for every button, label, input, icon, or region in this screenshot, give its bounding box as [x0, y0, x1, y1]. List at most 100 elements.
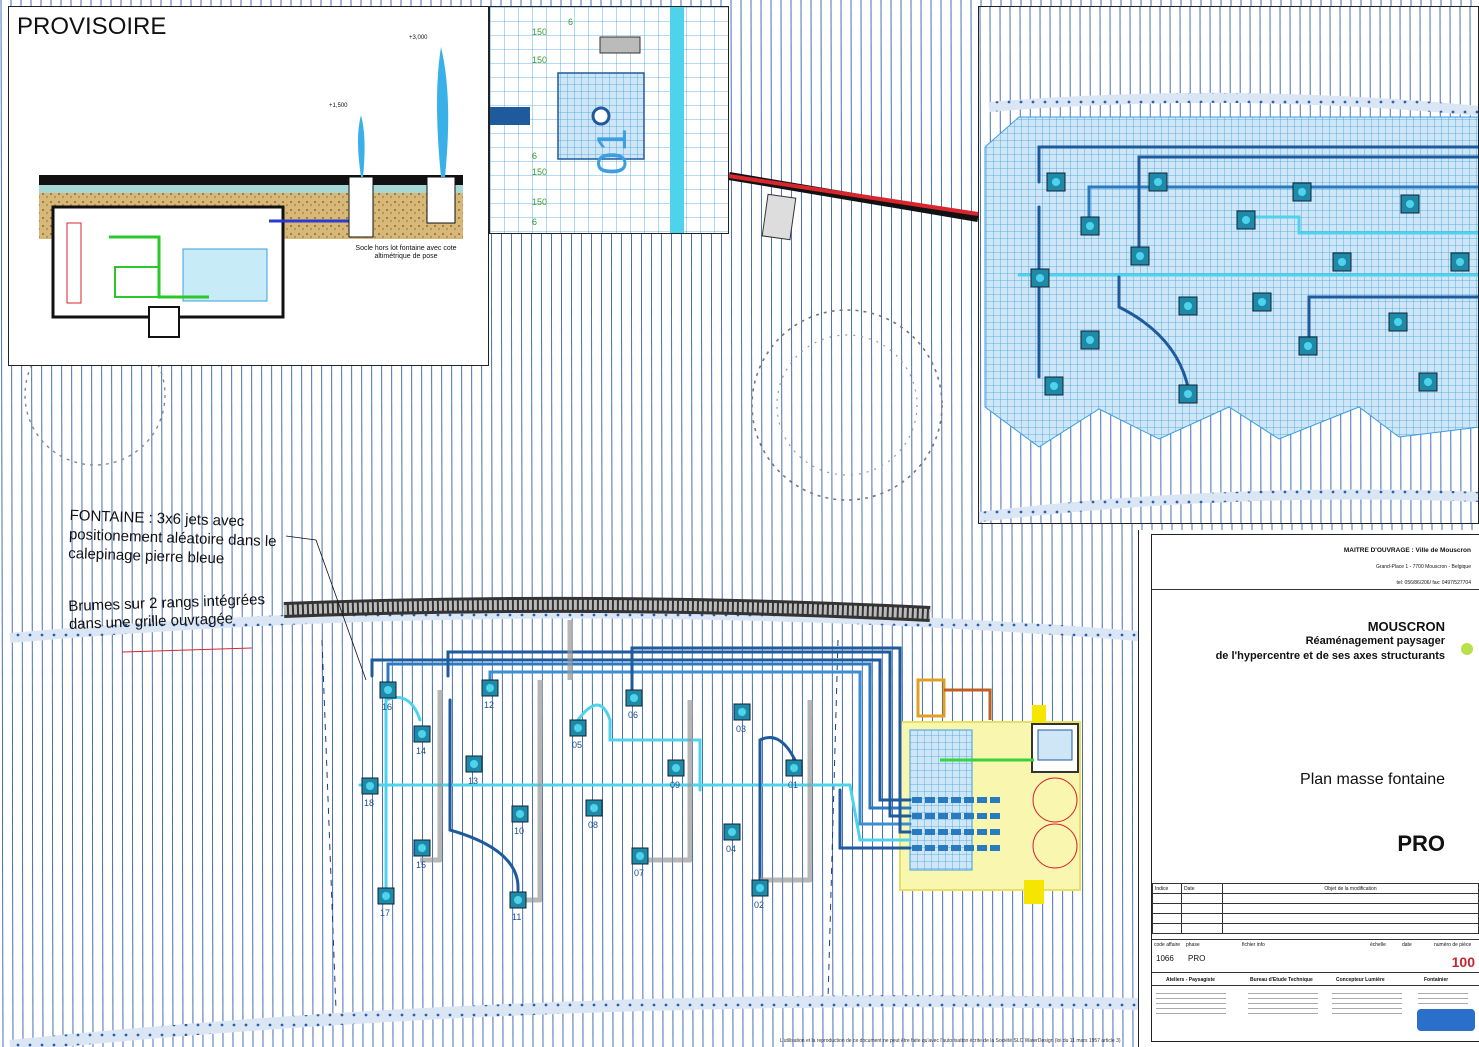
- owner-address: Grand-Place 1 - 7700 Mouscron - Belgique: [1375, 564, 1471, 570]
- footer-legal: L'utilisation et la reproduction de ce d…: [780, 1038, 1121, 1044]
- zoom-pipe: [1137, 155, 1478, 254]
- phase-value: PRO: [1188, 954, 1206, 963]
- jet-number: 12: [484, 700, 494, 710]
- dim-label: 150: [532, 55, 548, 65]
- zoom-light-pipe: [1247, 215, 1478, 235]
- zoom-inset: [978, 6, 1479, 524]
- jet-nozzle-10: 10: [511, 805, 529, 836]
- detail-drawing: [490, 7, 728, 233]
- owner-block: MAITRE D'OUVRAGE : Ville de Mouscron Gra…: [1344, 543, 1471, 591]
- code-label: code affaire: [1154, 942, 1181, 948]
- main-pipe: [386, 662, 912, 810]
- jet-number: 06: [628, 710, 638, 720]
- jet-nozzle-07: 07: [631, 847, 649, 878]
- filter-circle: [1032, 823, 1078, 869]
- water-jet-2: [437, 47, 449, 177]
- jet-number: 14: [416, 746, 426, 756]
- tree-canopy: [751, 309, 943, 501]
- brume-grille: [283, 596, 931, 622]
- date-label: date: [1402, 942, 1412, 948]
- jet-nozzle-icon: [366, 782, 374, 790]
- sheet-label: numéro de pièce: [1434, 942, 1472, 948]
- jet-nozzle-icon: [486, 684, 494, 692]
- jet-pipe: [838, 788, 912, 850]
- jet-nozzle-14: 14: [413, 725, 431, 756]
- jet-number: 05: [572, 740, 582, 750]
- zoom-drawing: [979, 7, 1478, 523]
- zoom-pipe: [1117, 275, 1191, 394]
- jet-number: 10: [514, 826, 524, 836]
- filter-circle: [1032, 777, 1078, 823]
- leader-line: [285, 535, 367, 681]
- col-date: Date: [1181, 883, 1223, 894]
- drawing-title: Plan masse fontaine: [1300, 771, 1445, 788]
- jet-nozzle-icon: [790, 764, 798, 772]
- grey-conduit: [760, 700, 813, 883]
- upper-paving-band: [9, 608, 1139, 643]
- jet-detail-inset: 150 150 150 150 6 6 6 01: [489, 6, 729, 234]
- table-row: [1152, 913, 1479, 924]
- grey-conduit: [640, 700, 693, 863]
- jet-nozzle-01: 01: [785, 759, 803, 790]
- firm-landscape-details: [1156, 989, 1226, 1017]
- jet-number: 15: [416, 860, 426, 870]
- main-pipe: [488, 670, 912, 826]
- jet-nozzle-02: 02: [751, 879, 769, 910]
- jet-number: 13: [468, 776, 478, 786]
- divider: [1152, 589, 1479, 590]
- jet-nozzle-icon: [382, 892, 390, 900]
- table-row: [1152, 893, 1479, 904]
- jet-nozzle-icon: [738, 708, 746, 716]
- light-pipe: [358, 783, 912, 842]
- jet-number: 03: [736, 724, 746, 734]
- detail-label: 01: [588, 128, 635, 175]
- dim-label: 150: [532, 197, 548, 207]
- jet-nozzle-05: 05: [569, 719, 587, 750]
- grey-conduit: [420, 690, 443, 863]
- jet-nozzle-18: 18: [361, 777, 379, 808]
- zoom-grid-area: [984, 116, 1478, 448]
- provisoire-inset: PROVISOIRE +1,500 +3,000 Socle hors lot …: [8, 6, 489, 366]
- jet-nozzle-icon: [514, 896, 522, 904]
- brume-annotation: Brumes sur 2 rangs intégrées dans une gr…: [68, 591, 266, 633]
- section-drawing: [39, 47, 463, 338]
- road-block: [761, 193, 797, 241]
- jet-nozzle-icon: [630, 694, 638, 702]
- fixture: [599, 36, 641, 54]
- jet-nozzle-06: 06: [625, 689, 643, 720]
- yellow-valve: [1032, 705, 1046, 723]
- zoom-nozzles: [1030, 172, 1470, 404]
- firm-fountain: Fontainier: [1424, 977, 1449, 983]
- red-underline: [121, 647, 253, 653]
- owner-phone: tel: 056/86/206/ fax: 0497/527704: [1396, 580, 1471, 586]
- fountain-company-logo-icon: [1417, 1009, 1475, 1031]
- zoom-pipe: [1087, 185, 1478, 229]
- project-subtitle-2: de l'hypercentre et de ses axes structur…: [1215, 650, 1445, 662]
- jet-number: 18: [364, 798, 374, 808]
- water-tank: [182, 248, 268, 302]
- jet-nozzle-13: 13: [465, 755, 483, 786]
- fountain-annotation: FONTAINE : 3x6 jets avec positionement a…: [68, 506, 277, 568]
- jet-nozzle-12: 12: [481, 679, 499, 710]
- title-block-frame: MAITRE D'OUVRAGE : Ville de Mouscron Gra…: [1151, 534, 1479, 1042]
- col-object: Objet de la modification: [1222, 883, 1479, 894]
- jet-nozzle-icon: [574, 724, 582, 732]
- jet-nozzle-icon: [728, 828, 736, 836]
- jet-nozzle-icon: [470, 760, 478, 768]
- jet-number: 07: [634, 868, 644, 878]
- jet-pipe: [448, 698, 520, 892]
- socle-caption: Socle hors lot fontaine avec cote altimé…: [355, 245, 457, 260]
- firm-landscape: Ateliers - Paysagiste: [1166, 977, 1215, 983]
- dim-label: 150: [532, 27, 548, 37]
- jet-nozzle-icon: [418, 844, 426, 852]
- jet-nozzle-16: 16: [379, 681, 397, 712]
- jet-nozzle-08: 08: [585, 799, 603, 830]
- revision-header-row: Indice Date Objet de la modification: [1152, 883, 1479, 894]
- pump-unit: [114, 266, 160, 298]
- zoom-paving-band: [988, 92, 1478, 116]
- water-jet-1: [358, 115, 365, 177]
- firm-engineering-details: [1248, 989, 1318, 1017]
- table-row: [1152, 903, 1479, 914]
- red-panel: [66, 222, 82, 304]
- firms-row: Ateliers - Paysagiste Bureau d'Etude Tec…: [1152, 975, 1479, 1041]
